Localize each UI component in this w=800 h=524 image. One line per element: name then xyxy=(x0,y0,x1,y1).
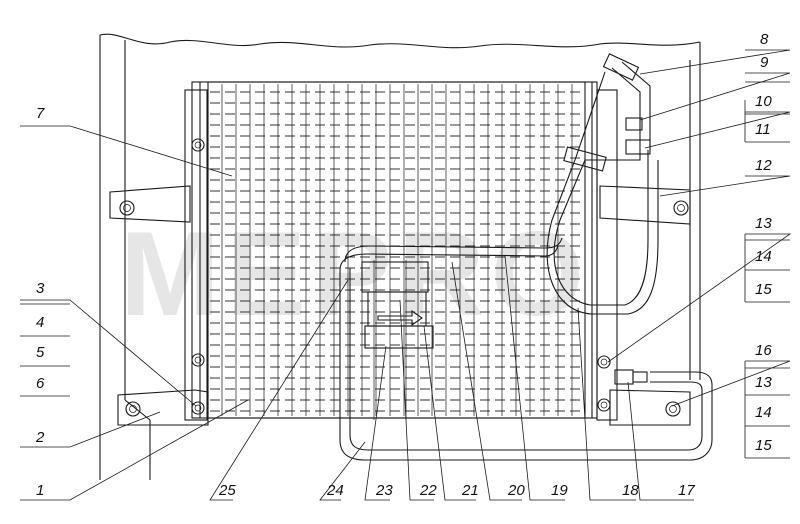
callout-5: 5 xyxy=(36,344,45,361)
callout-18: 18 xyxy=(622,482,639,499)
refrigerant-pipes xyxy=(339,53,713,461)
callout-14-lower: 14 xyxy=(755,404,772,421)
callout-23: 23 xyxy=(375,482,393,499)
callout-24: 24 xyxy=(326,482,344,499)
callout-3: 3 xyxy=(36,280,45,297)
watermark: MEPRO xyxy=(120,207,590,341)
callout-21: 21 xyxy=(461,482,479,499)
right-mount-bracket xyxy=(596,89,691,426)
callout-19: 19 xyxy=(551,482,568,499)
callout-10: 10 xyxy=(755,93,772,110)
condenser-fins-grid xyxy=(210,84,583,416)
callout-12: 12 xyxy=(755,157,772,174)
callout-16: 16 xyxy=(755,342,772,359)
callout-20: 20 xyxy=(507,482,525,499)
callout-14-upper: 14 xyxy=(755,248,772,265)
callout-leaders xyxy=(20,49,792,501)
callout-11: 11 xyxy=(755,121,771,138)
callout-15-lower: 15 xyxy=(755,437,772,454)
callout-15-upper: 15 xyxy=(755,281,772,298)
callout-9: 9 xyxy=(760,54,769,71)
callout-13-lower: 13 xyxy=(755,374,772,391)
callout-22: 22 xyxy=(419,482,437,499)
callout-6: 6 xyxy=(36,375,45,392)
callout-17: 17 xyxy=(678,482,695,499)
left-mount-bracket xyxy=(109,89,209,426)
receiver-drier xyxy=(361,260,434,420)
callout-labels: 1 2 3 4 5 6 7 8 9 10 11 12 13 14 15 16 1… xyxy=(35,31,772,499)
callout-8: 8 xyxy=(760,31,769,48)
callout-4: 4 xyxy=(36,314,44,331)
callout-7: 7 xyxy=(36,105,45,122)
callout-2: 2 xyxy=(35,429,45,446)
condenser-core xyxy=(191,81,598,419)
callout-13-upper: 13 xyxy=(755,215,772,232)
callout-25: 25 xyxy=(218,482,236,499)
callout-1: 1 xyxy=(36,482,44,499)
